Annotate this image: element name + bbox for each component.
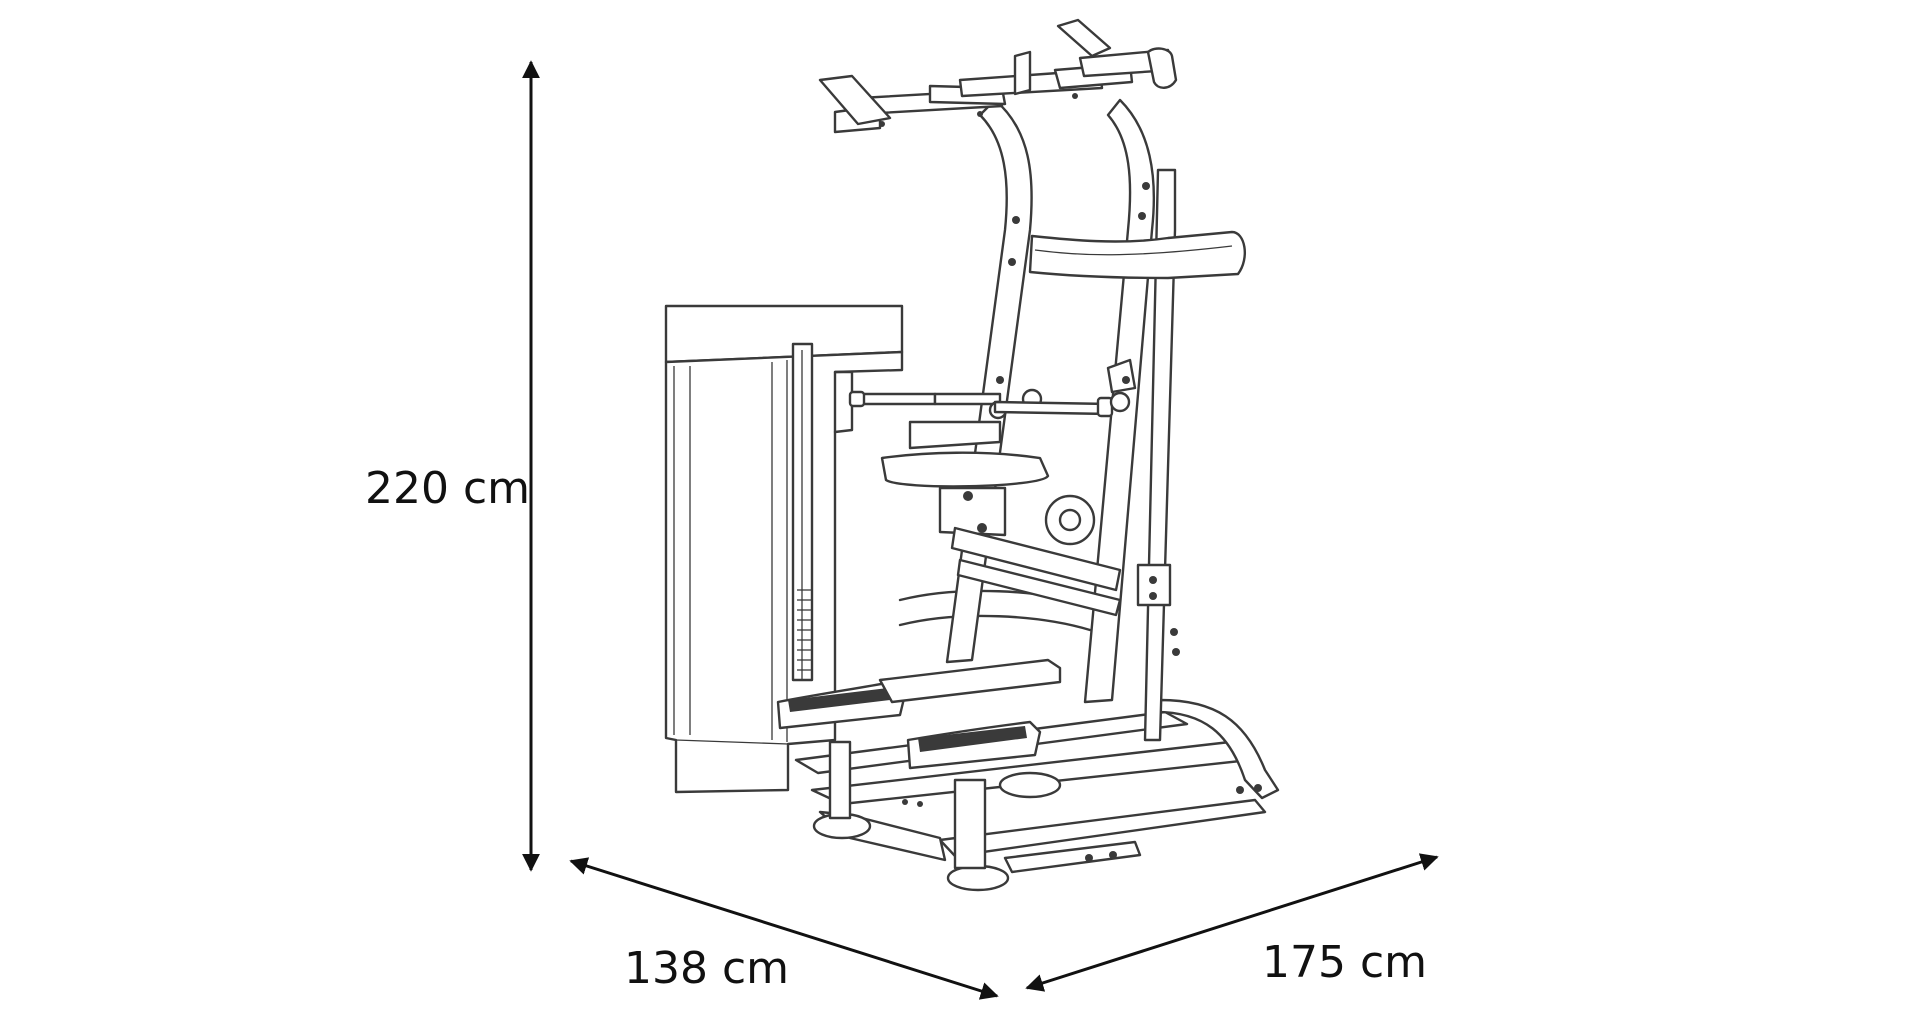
depth-dimension-line bbox=[569, 857, 999, 1000]
height-dimension-label: 220 cm bbox=[365, 463, 530, 514]
width-dimension-label: 175 cm bbox=[1262, 937, 1427, 988]
depth-dimension-label: 138 cm bbox=[624, 943, 789, 994]
top-handles bbox=[818, 18, 1178, 134]
frame-bolts bbox=[996, 182, 1180, 656]
weight-stack-tower bbox=[664, 304, 904, 794]
foot-platforms bbox=[776, 658, 1062, 770]
back-pad bbox=[1028, 230, 1247, 280]
assisted-dip-chin-machine-illustration bbox=[664, 18, 1280, 892]
dip-handles bbox=[848, 358, 1137, 420]
weight-plates bbox=[797, 589, 812, 671]
width-dimension-line bbox=[1025, 853, 1439, 992]
seat bbox=[880, 420, 1050, 537]
upright-posts bbox=[945, 98, 1177, 742]
lever-arm bbox=[950, 494, 1172, 617]
